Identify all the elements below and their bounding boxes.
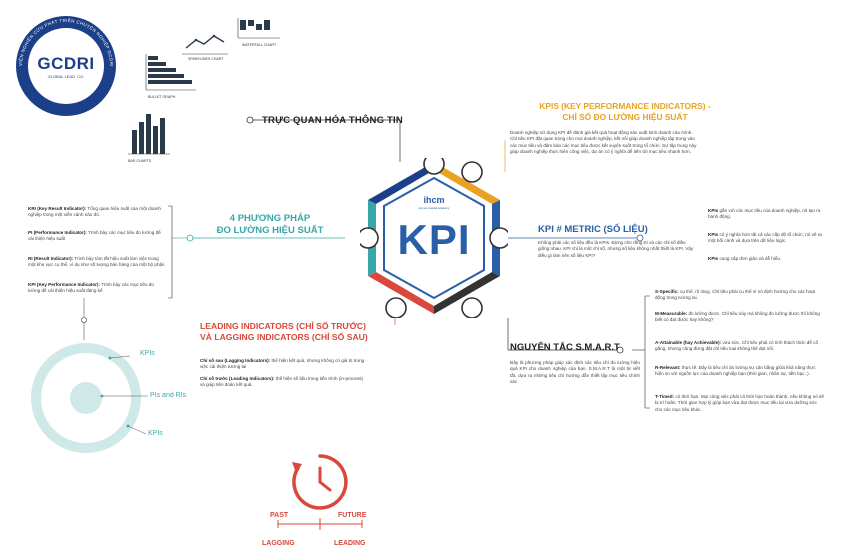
bullet-label: BULLET GRAPH bbox=[148, 95, 176, 99]
kpi-def-heading-2: CHỈ SỐ ĐO LƯỜNG HIỆU SUẤT bbox=[562, 112, 688, 122]
smart-term: S-Specific: bbox=[655, 289, 679, 294]
timeline-future: FUTURE bbox=[338, 512, 367, 519]
smart-term: R-Relevant: bbox=[655, 365, 681, 370]
metric-note-1: KPIs có ý nghĩa hơn tất cả các cấp độ tổ… bbox=[708, 232, 828, 245]
leading-item-0: Chỉ số sau (Lagging Indicators): thể hiệ… bbox=[200, 358, 365, 371]
smart-text: vừa sức. Chỉ tiêu phải có tính thách thứ… bbox=[655, 340, 819, 352]
metric-note-text: có ý nghĩa hơn tất cả các cấp độ tổ chức… bbox=[708, 232, 822, 244]
gcdri-logo: VIỆN NGHIÊN CỨU PHÁT TRIỂN CHUYÊN NGHIỆP… bbox=[14, 14, 118, 118]
circle-label-middle: PIs and RIs bbox=[150, 392, 187, 399]
methods-item-1: PI (Performance Indicator): Trình bày cá… bbox=[28, 230, 166, 243]
bar-charts-label: BAR CHARTS bbox=[128, 159, 152, 163]
sparklines-label: SPARKLINES CHART bbox=[188, 57, 224, 61]
center-brand-sub: Human Capital Academy bbox=[418, 206, 450, 210]
circle-label-outer: KPIs bbox=[140, 350, 155, 357]
logo-seal-icon: VIỆN NGHIÊN CỨU PHÁT TRIỂN CHUYÊN NGHIỆP… bbox=[16, 16, 116, 116]
smart-text: cụ thể, rõ ràng. Chỉ tiêu phải cụ thể vì… bbox=[655, 289, 816, 301]
metric-body: Không phải các số liệu đều là KPIs. Đừng… bbox=[538, 240, 694, 258]
timeline-leading: LEADING bbox=[334, 540, 366, 547]
kpi-hexagon bbox=[360, 158, 508, 318]
timeline-past: PAST bbox=[270, 512, 289, 519]
leading-heading: LEADING INDICATORS (CHỈ SỐ TRƯỚC) VÀ LAG… bbox=[200, 321, 400, 343]
smart-term: A-Attainable (hay Achievable): bbox=[655, 340, 722, 345]
metric-note-text: cung cấp đơn giản và dễ hiểu. bbox=[718, 256, 782, 261]
visualization-heading: TRỰC QUAN HÓA THÔNG TIN bbox=[262, 115, 403, 126]
leading-heading-1: LEADING INDICATORS (CHỈ SỐ TRƯỚC) bbox=[200, 321, 366, 331]
leading-text: thể hiện số liệu trong tiến trình (in-pr… bbox=[200, 376, 364, 388]
timeline-lagging: LAGGING bbox=[262, 540, 295, 547]
kpi-def-heading: KPIS (KEY PERFORMANCE INDICATORS) - CHỈ … bbox=[510, 101, 740, 123]
methods-text: Trình bày các mục tiêu đo lường để cải t… bbox=[28, 282, 154, 294]
methods-text: Tổng quan hiệu suất của một doanh nghiệp… bbox=[28, 206, 161, 218]
metric-heading: KPI # METRIC (SỐ LIỆU) bbox=[538, 224, 648, 235]
kpi-def-heading-1: KPIS (KEY PERFORMANCE INDICATORS) - bbox=[539, 101, 711, 111]
methods-item-2: RI (Result Indicator): Trình bày tóm tắt… bbox=[28, 256, 166, 269]
methods-term: KPI (Key Performance Indicator): bbox=[28, 282, 100, 287]
smart-item-3: R-Relevant: thực tế. Đây là tiêu chí đo … bbox=[655, 365, 825, 378]
smart-item-0: S-Specific: cụ thể, rõ ràng. Chỉ tiêu ph… bbox=[655, 289, 825, 302]
circle-label-inner: KPIs bbox=[148, 430, 163, 437]
methods-item-3: KPI (Key Performance Indicator): Trình b… bbox=[28, 282, 166, 295]
methods-term: RI (Result Indicator): bbox=[28, 256, 74, 261]
timeline-diagram bbox=[277, 454, 363, 530]
center-brand: ihcm bbox=[423, 195, 445, 205]
metric-note-0: KPIs gắn với các mục tiêu của doanh nghi… bbox=[708, 208, 828, 221]
kpi-circles-diagram bbox=[31, 343, 148, 453]
leading-heading-2: VÀ LAGGING INDICATORS (CHỈ SỐ SAU) bbox=[200, 332, 368, 342]
metric-note-term: KPIs bbox=[708, 208, 719, 213]
smart-item-2: A-Attainable (hay Achievable): vừa sức. … bbox=[655, 340, 825, 353]
bar-chart-icon bbox=[128, 114, 170, 155]
leading-term: Chỉ số sau (Lagging Indicators): bbox=[200, 358, 271, 363]
smart-heading: NGUYÊN TẮC S.M.A.R.T bbox=[510, 342, 620, 353]
logo-subtitle: GLOBAL LEAD. CO. bbox=[47, 74, 85, 79]
smart-term: M-Measurable: bbox=[655, 311, 688, 316]
bullet-graph-icon bbox=[145, 54, 196, 91]
smart-text: có thời hạn. Mọi công việc phải có thời … bbox=[655, 394, 824, 412]
leading-item-1: Chỉ số trước (Leading Indicators): thể h… bbox=[200, 376, 365, 389]
metric-note-term: KPIs bbox=[708, 232, 719, 237]
smart-term: T-Timed: bbox=[655, 394, 675, 399]
methods-item-0: KRI (Key Result Indicator): Tổng quan hi… bbox=[28, 206, 166, 219]
methods-heading-1: 4 PHƯƠNG PHÁP bbox=[229, 213, 311, 224]
metric-note-2: KPIs cung cấp đơn giản và dễ hiểu. bbox=[708, 256, 828, 262]
leading-term: Chỉ số trước (Leading Indicators): bbox=[200, 376, 275, 381]
logo-name: GCDRI bbox=[37, 54, 95, 73]
smart-item-1: M-Measurable: đo lường được. Chỉ tiêu nà… bbox=[655, 311, 825, 324]
methods-term: PI (Performance Indicator): bbox=[28, 230, 87, 235]
leading-text: thể hiện kết quả, nhưng không có giá trị… bbox=[200, 358, 365, 370]
waterfall-label: WATERFALL CHART bbox=[242, 43, 277, 47]
waterfall-chart-icon bbox=[237, 18, 280, 39]
methods-heading: 4 PHƯƠNG PHÁP ĐO LƯỜNG HIỆU SUẤT bbox=[205, 213, 335, 237]
sparklines-chart-icon bbox=[182, 34, 228, 55]
smart-text: thực tế. Đây là tiêu chí đo lường sự cân… bbox=[655, 365, 816, 377]
metric-note-text: gắn với các mục tiêu của doanh nghiệp, n… bbox=[708, 208, 821, 220]
methods-term: KRI (Key Result Indicator): bbox=[28, 206, 87, 211]
metric-note-term: KPIs bbox=[708, 256, 719, 261]
methods-text: Trình bày các mục tiêu đo lường để cải t… bbox=[28, 230, 161, 242]
smart-item-4: T-Timed: có thời hạn. Mọi công việc phải… bbox=[655, 394, 825, 413]
smart-text: đo lường được. Chỉ tiêu này mà không đo … bbox=[655, 311, 820, 323]
methods-heading-2: ĐO LƯỜNG HIỆU SUẤT bbox=[216, 225, 324, 236]
smart-body: Đây là phương pháp giúp xác định các tiê… bbox=[510, 360, 640, 385]
kpi-def-body: Doanh nghiệp sử dụng KPI để đánh giá kết… bbox=[510, 130, 697, 155]
center-kpi-title: KPI bbox=[397, 216, 471, 263]
methods-text: Trình bày tóm tắt hiệu suất làm việc tro… bbox=[28, 256, 165, 268]
chart-icons: WATERFALL CHART SPARKLINES CHART BULLET … bbox=[128, 18, 280, 163]
clock-icon bbox=[292, 454, 348, 510]
